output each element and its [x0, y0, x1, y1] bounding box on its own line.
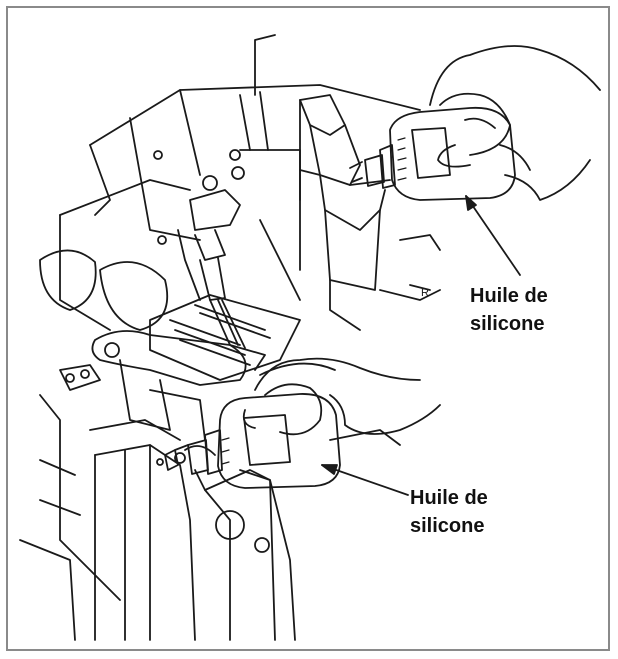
looper-cover-assembly [299, 94, 441, 331]
callout-label-lower-line2: silicone [410, 515, 485, 537]
callout-label-upper: Huile de silicone [470, 282, 548, 338]
lower-oil-bottle-icon [174, 393, 341, 489]
callout-arrow-upper [465, 195, 521, 276]
needle-plate [149, 294, 301, 381]
upper-oil-bottle-icon [349, 106, 516, 201]
cap-marking: R [421, 287, 429, 299]
nozzle-detail [164, 444, 189, 471]
lower-hand-icon [242, 357, 441, 436]
callout-label-lower-line1: Huile de [410, 487, 488, 509]
callout-arrow-lower [321, 464, 409, 496]
needle-bar-assembly [177, 149, 246, 349]
machine-body-lower [19, 394, 401, 641]
callout-label-upper-line1: Huile de [470, 285, 548, 307]
callout-label-upper-line2: silicone [470, 313, 545, 335]
arm-bracket [59, 330, 247, 441]
callout-label-lower: Huile de silicone [410, 484, 488, 540]
